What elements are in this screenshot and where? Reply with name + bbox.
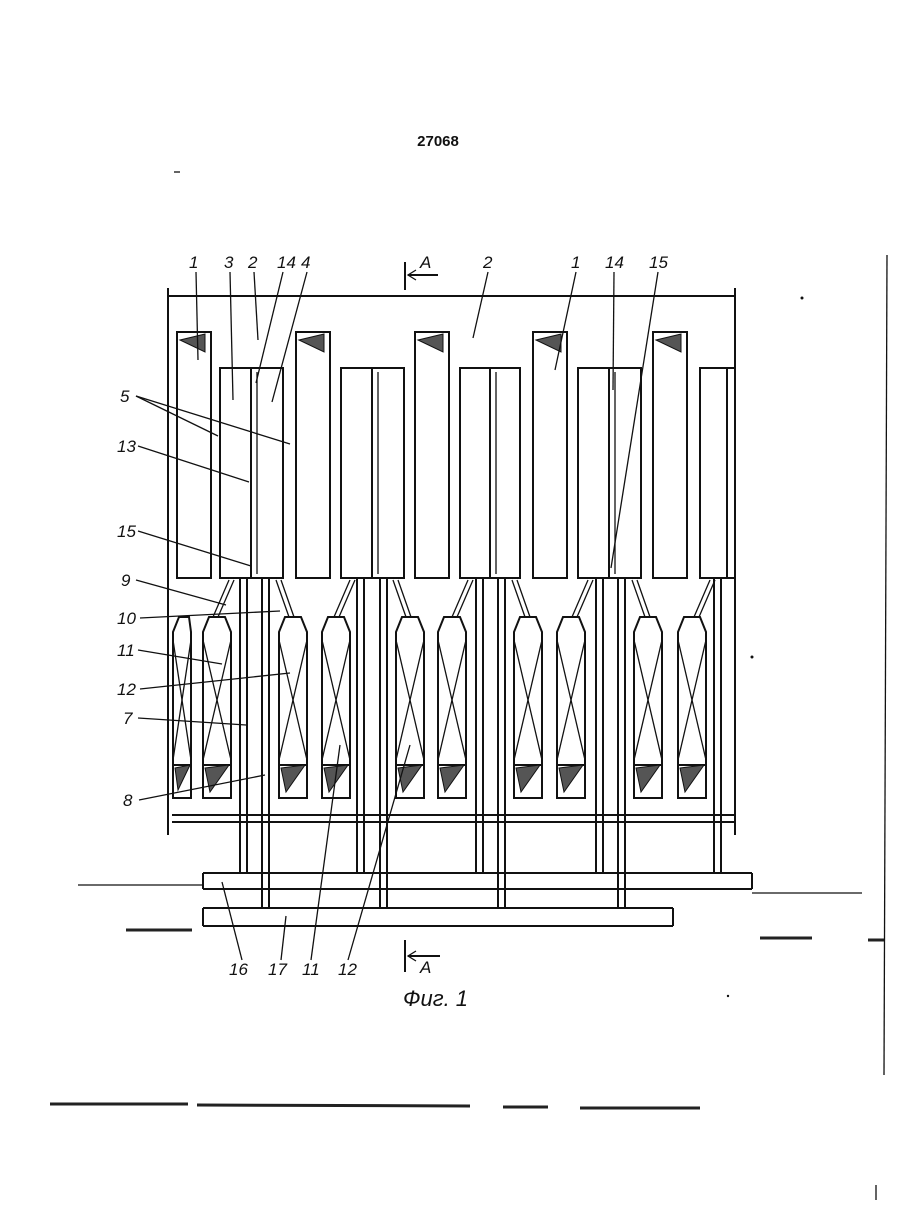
callout-label: 7 — [123, 709, 133, 728]
callout-label: 11 — [302, 960, 320, 979]
figure-caption: Фиг. 1 — [403, 986, 468, 1011]
callout-label: 14 — [277, 253, 296, 272]
callout-label: 1 — [189, 253, 198, 272]
callout-label: 17 — [268, 960, 287, 979]
callout-label: 16 — [229, 960, 248, 979]
plate — [653, 332, 687, 578]
callout-label: 15 — [649, 253, 668, 272]
callout-label: 2 — [482, 253, 493, 272]
callout-label: 13 — [117, 437, 136, 456]
plate — [177, 332, 211, 578]
callout-label: 3 — [224, 253, 234, 272]
callout-label: 12 — [338, 960, 357, 979]
callout-label: 15 — [117, 522, 136, 541]
coil-group — [173, 617, 706, 798]
section-label: A — [419, 253, 431, 272]
section-label: A — [419, 958, 431, 977]
callout-label: 11 — [117, 641, 135, 660]
section-marker-bottom: A — [405, 940, 440, 977]
callout-label: 4 — [301, 253, 310, 272]
callout-label: 14 — [605, 253, 624, 272]
plate — [415, 332, 449, 578]
feeder-tube-group — [213, 580, 715, 617]
callout-label: 5 — [120, 387, 130, 406]
plate — [296, 332, 330, 578]
manifold-lower — [203, 908, 673, 926]
base-bar — [172, 815, 735, 822]
callout-label: 12 — [117, 680, 136, 699]
page-number: 27068 — [417, 133, 459, 150]
callout-label: 8 — [123, 791, 133, 810]
callout-label: 10 — [117, 609, 136, 628]
section-marker-top: A — [405, 253, 438, 290]
plate — [533, 332, 567, 578]
manifold-upper — [78, 873, 862, 893]
callout-label: 2 — [247, 253, 258, 272]
bottom-callouts: 16 17 11 12 — [222, 745, 410, 979]
callout-label: 1 — [571, 253, 580, 272]
channel-block — [700, 368, 735, 578]
callout-label: 9 — [121, 571, 131, 590]
